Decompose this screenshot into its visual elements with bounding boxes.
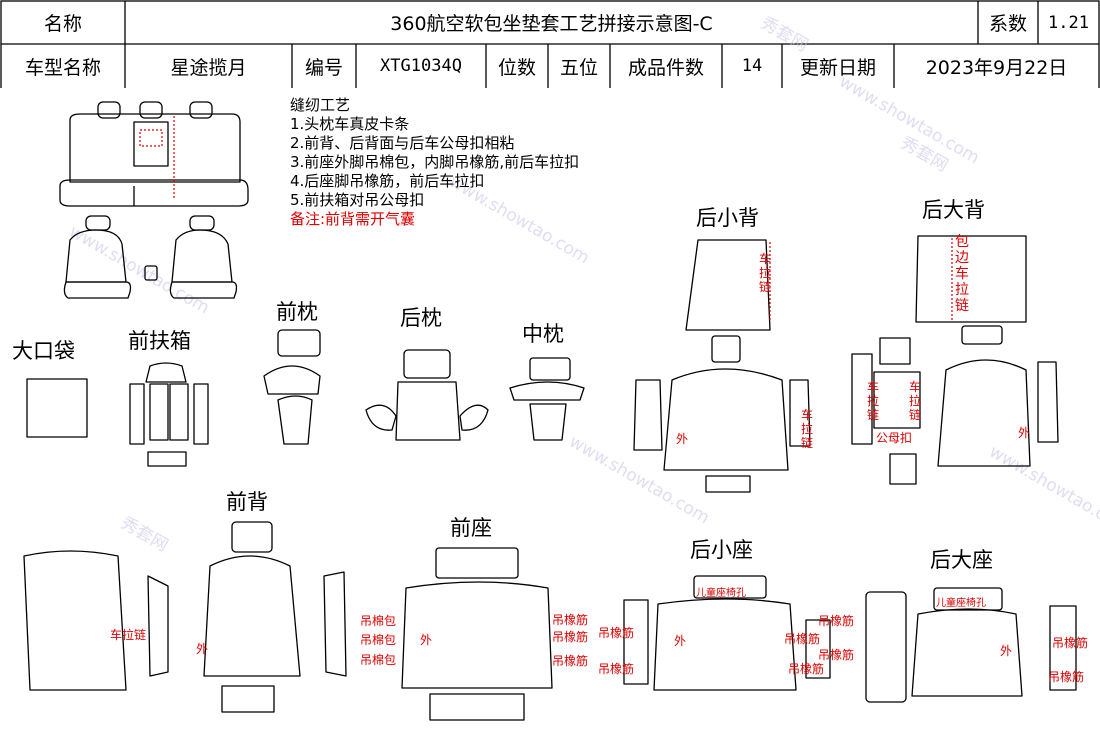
model-value: 星途揽月 [170, 56, 247, 79]
rear-big-seat-pieces [865, 587, 1077, 703]
date-value: 2023年9月22日 [925, 56, 1068, 79]
pieces-value: 14 [741, 56, 763, 76]
annotation-outer: 外 [1018, 426, 1031, 440]
overview-rear-seat [59, 101, 249, 207]
label-front-back: 前背 [226, 490, 268, 514]
annotation-outer: 外 [676, 432, 689, 446]
annotation-elastic: 吊橡筋 [552, 613, 589, 627]
front-armrest-pieces [129, 362, 209, 467]
annotation-zipper: 车拉链 [800, 408, 813, 450]
rear-small-back-pieces [633, 239, 811, 493]
front-seat-pieces [401, 547, 553, 721]
rear-small-seat-pieces [623, 575, 831, 691]
label-front-pillow: 前枕 [276, 300, 318, 324]
label-front-seat: 前座 [450, 516, 492, 540]
annotation-outer: 外 [196, 642, 209, 656]
seats-value: 五位 [559, 56, 598, 79]
front-pillow-pieces [263, 329, 321, 445]
annotation-zipper: 车拉链 [758, 252, 771, 294]
rear-pillow-pieces [365, 349, 489, 441]
annotation-child-seat: 儿童座椅孔 [936, 598, 986, 609]
annotation-elastic: 吊橡筋 [598, 626, 635, 640]
label-big-pocket: 大口袋 [12, 339, 75, 363]
name-label: 名称 [43, 13, 82, 35]
annotation-cotton: 吊棉包 [360, 614, 397, 628]
front-back-pieces [23, 521, 347, 713]
notes-title: 缝纫工艺 [290, 96, 351, 114]
note-item: 1.头枕车真皮卡条 [290, 115, 410, 133]
annotation-elastic: 吊橡筋 [818, 648, 855, 662]
note-item: 2.前背、后背面与后车公母扣相粘 [290, 134, 515, 152]
seats-label: 位数 [497, 56, 536, 79]
coef-value: 1.21 [1048, 12, 1089, 33]
label-rear-small-back: 后小背 [696, 206, 759, 230]
annotation-outer: 外 [420, 633, 433, 647]
annotation-elastic: 吊橡筋 [788, 662, 825, 676]
label-rear-big-back: 后大背 [922, 198, 985, 222]
note-item: 4.后座脚吊橡筋，前后车拉扣 [290, 172, 485, 190]
annotation-hem-zipper: 包边车拉链 [955, 234, 969, 314]
rear-big-back-pieces [851, 235, 1059, 485]
annotation-outer: 外 [674, 634, 687, 648]
label-rear-small-seat: 后小座 [690, 538, 753, 562]
code-label: 编号 [304, 56, 343, 79]
overview-front-seats [63, 215, 238, 299]
annotation-elastic: 吊橡筋 [598, 662, 635, 676]
annotation-zipper: 车拉链 [908, 380, 921, 422]
header-grid-lines [0, 0, 1100, 88]
annotation-cotton: 吊棉包 [360, 653, 397, 667]
label-front-armrest: 前扶箱 [128, 329, 191, 353]
annotation-cotton: 吊棉包 [360, 633, 397, 647]
annotation-elastic: 吊橡筋 [1052, 636, 1089, 650]
note-item: 3.前座外脚吊棉包，内脚吊橡筋,前后车拉扣 [290, 153, 580, 171]
annotation-elastic: 吊橡筋 [784, 632, 821, 646]
note-item: 5.前扶箱对吊公母扣 [290, 191, 425, 209]
annotation-outer: 外 [1000, 644, 1013, 658]
pieces-label: 成品件数 [627, 56, 704, 79]
annotation-zipper: 车拉链 [110, 628, 147, 642]
label-rear-big-seat: 后大座 [930, 548, 993, 572]
coef-label: 系数 [988, 13, 1027, 35]
annotation-elastic: 吊橡筋 [818, 614, 855, 628]
annotation-elastic: 吊橡筋 [552, 654, 589, 668]
date-label: 更新日期 [799, 56, 876, 79]
label-mid-pillow: 中枕 [522, 322, 564, 346]
big-pocket-piece [26, 378, 88, 438]
mid-pillow-pieces [509, 357, 585, 441]
annotation-child-seat: 儿童座椅孔 [696, 588, 746, 599]
annotation-elastic: 吊橡筋 [1048, 670, 1085, 684]
code-value: XTG1034Q [380, 56, 462, 76]
sewing-notes: 缝纫工艺 1.头枕车真皮卡条 2.前背、后背面与后车公母扣相粘 3.前座外脚吊棉… [290, 96, 579, 229]
model-label: 车型名称 [24, 56, 101, 79]
annotation-snap: 公母扣 [876, 431, 913, 445]
notes-remark: 备注:前背需开气囊 [290, 210, 416, 228]
label-rear-pillow: 后枕 [400, 306, 442, 330]
sheet-title: 360航空软包坐垫套工艺拼接示意图-C [390, 13, 713, 35]
annotation-zipper: 车拉链 [866, 380, 879, 422]
annotation-elastic: 吊橡筋 [552, 630, 589, 644]
